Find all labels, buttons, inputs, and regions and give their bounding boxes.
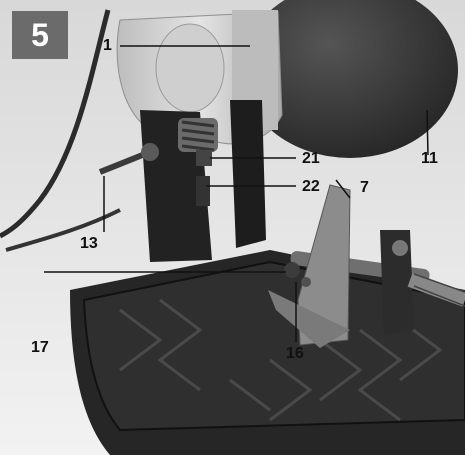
- callout-21: 21: [302, 150, 320, 167]
- figure-number-badge: 5: [12, 11, 68, 59]
- callout-7: 7: [360, 179, 369, 196]
- callout-13: 13: [80, 235, 98, 252]
- spindle-thread: [413, 273, 465, 307]
- clamp-screw-head: [392, 240, 408, 256]
- callout-11: 11: [421, 150, 438, 167]
- cutting-disc: [242, 0, 458, 158]
- screw-16: [301, 277, 311, 287]
- guard-housing: [155, 23, 225, 113]
- callout-16: 16: [286, 345, 304, 362]
- clamp-jaw: [380, 230, 414, 336]
- fence-plate: [268, 290, 350, 348]
- clamp-spindle: [407, 273, 465, 307]
- rear-support: [230, 100, 266, 248]
- power-cable: [0, 9, 111, 239]
- base-top: [82, 260, 465, 432]
- bolt-22: [196, 176, 210, 206]
- callout-1: 1: [103, 37, 112, 54]
- leader-lines: [44, 45, 429, 342]
- screw-17: [284, 262, 300, 278]
- bolt-21: [196, 150, 212, 166]
- power-cable-2: [5, 208, 121, 252]
- callout-22: 22: [302, 178, 320, 195]
- callout-17: 17: [31, 339, 49, 356]
- return-spring: [178, 118, 218, 152]
- screw-head: [141, 143, 159, 161]
